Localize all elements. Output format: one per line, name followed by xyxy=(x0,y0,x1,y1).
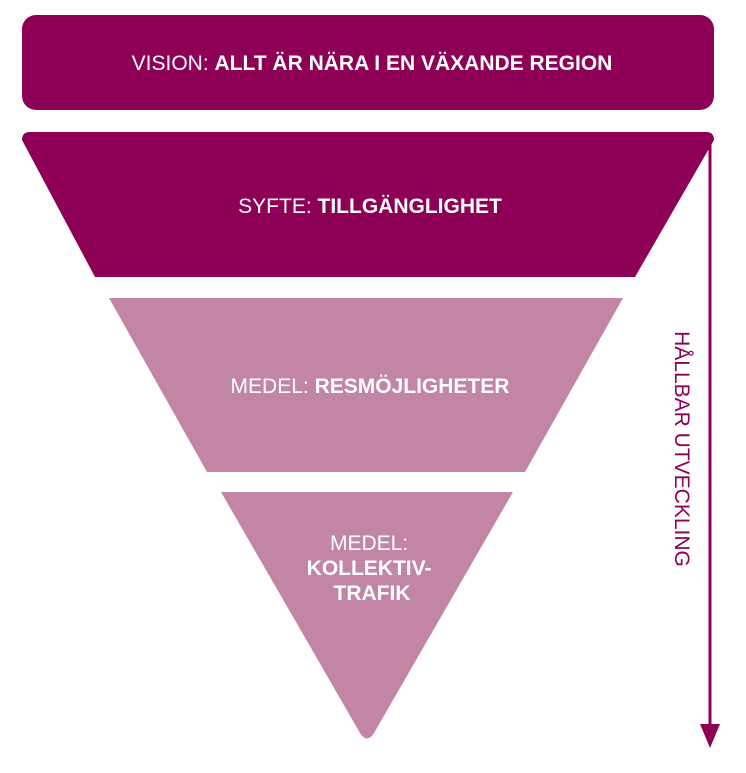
medel-2-prefix: MEDEL: xyxy=(330,532,408,555)
syfte-prefix: SYFTE: xyxy=(238,195,317,218)
vision-prefix: VISION: xyxy=(132,52,215,75)
medel-kollektivtrafik-text: MEDEL: KOLLEKTIV- TRAFIK xyxy=(307,532,438,605)
medel-resmojligheter-level xyxy=(109,298,623,472)
syfte-text: SYFTE: TILLGÄNGLIGHET xyxy=(238,195,502,218)
medel-2-label-line2: TRAFIK xyxy=(334,582,411,605)
arrow-down-icon xyxy=(700,136,720,748)
medel-2-label-line1: KOLLEKTIV- xyxy=(307,557,432,580)
medel-1-label: RESMÖJLIGHETER xyxy=(315,375,510,398)
vision-label: ALLT ÄR NÄRA I EN VÄXANDE REGION xyxy=(215,52,613,75)
medel-resmojligheter-text: MEDEL: RESMÖJLIGHETER xyxy=(231,375,510,398)
vision-banner xyxy=(22,15,714,110)
medel-1-prefix: MEDEL: xyxy=(231,375,315,398)
medel-kollektivtrafik-level xyxy=(221,492,513,739)
syfte-label: TILLGÄNGLIGHET xyxy=(318,195,502,218)
vision-text: VISION: ALLT ÄR NÄRA I EN VÄXANDE REGION xyxy=(132,52,613,75)
syfte-level xyxy=(22,132,714,277)
arrow-label: HÅLLBAR UTVECKLING xyxy=(670,331,693,567)
